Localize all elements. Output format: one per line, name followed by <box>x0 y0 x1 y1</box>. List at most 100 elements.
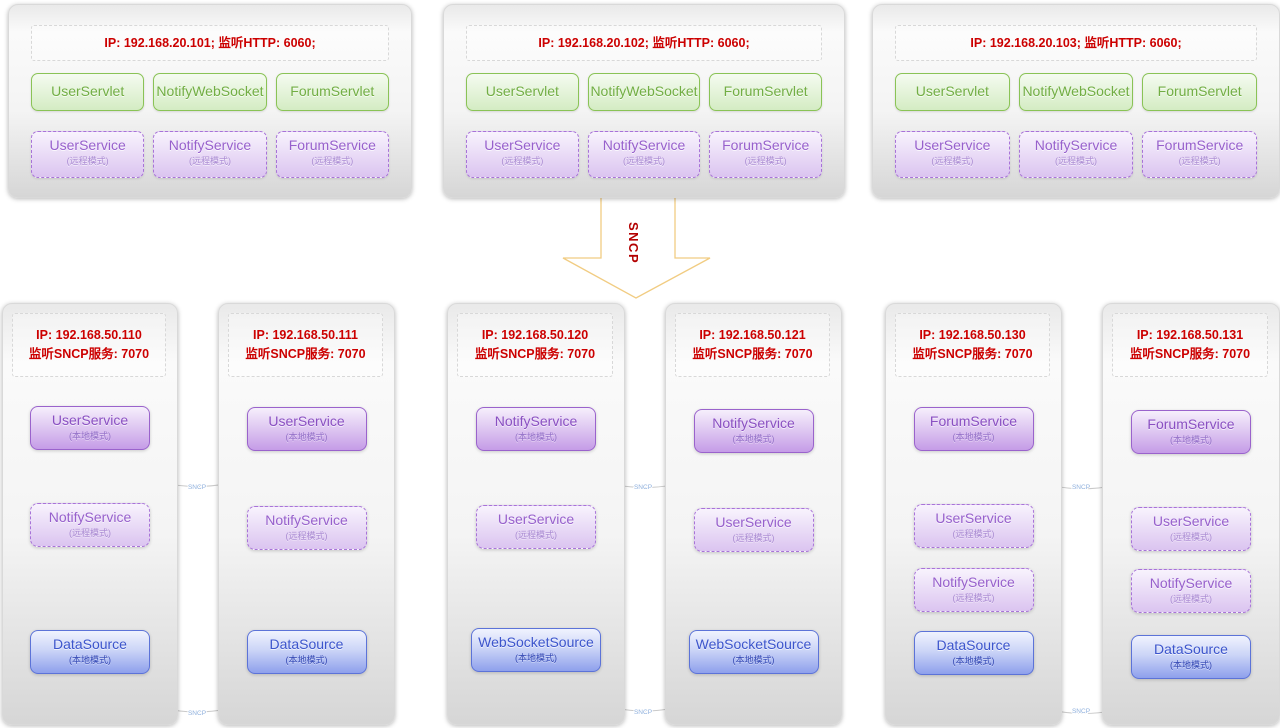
service-box: UserService (远程模式) <box>895 131 1010 178</box>
service-name: DataSource <box>53 636 127 652</box>
service-mode: (本地模式) <box>1170 435 1212 445</box>
service-box: ForumService (远程模式) <box>1142 131 1258 178</box>
service-name: ForumService <box>1147 416 1235 432</box>
service-box: UserService (远程模式) <box>466 131 579 178</box>
connector-label: SNCP <box>1072 708 1090 715</box>
service-name: UserService <box>51 412 129 428</box>
ip-header: IP: 192.168.50.131 监听SNCP服务: 7070 <box>1112 313 1268 377</box>
service-mode: (本地模式) <box>732 655 775 665</box>
service-name: NotifyService <box>932 574 1015 590</box>
service-name: NotifyService <box>168 137 252 153</box>
service-mode: (远程模式) <box>285 531 328 541</box>
service-name: NotifyService <box>494 413 578 429</box>
ip-address: IP: 192.168.50.111 <box>253 328 358 342</box>
connector-label: SNCP <box>188 710 206 717</box>
service-mode: (本地模式) <box>732 434 775 444</box>
service-node-120: IP: 192.168.50.120 监听SNCP服务: 7070 Notify… <box>447 303 625 725</box>
connector-label: SNCP <box>188 484 206 491</box>
web-node-102: IP: 192.168.20.102; 监听HTTP: 6060; UserSe… <box>443 4 845 198</box>
connector-label: SNCP <box>1072 484 1090 491</box>
service-box: DataSource (本地模式) <box>1131 635 1251 679</box>
servlet-box: UserServlet <box>31 73 145 111</box>
service-mode: (本地模式) <box>515 653 557 663</box>
service-box: ForumService (本地模式) <box>913 407 1034 451</box>
ip-port: 监听SNCP服务: 7070 <box>692 347 813 361</box>
service-box: DataSource (本地模式) <box>913 631 1034 675</box>
service-node-131: IP: 192.168.50.131 监听SNCP服务: 7070 ForumS… <box>1102 303 1280 725</box>
service-name: UserService <box>914 137 991 153</box>
service-name: ForumService <box>929 413 1018 429</box>
service-name: UserService <box>935 510 1012 526</box>
service-name: DataSource <box>269 636 344 652</box>
service-name: WebSocketSource <box>478 634 594 650</box>
service-mode: (远程模式) <box>623 156 665 166</box>
service-mode: (本地模式) <box>952 432 995 442</box>
service-box: NotifyService (远程模式) <box>1131 569 1251 613</box>
connector-label: SNCP <box>634 709 652 716</box>
service-box: NotifyService (远程模式) <box>1018 131 1134 178</box>
servlet-box: NotifyWebSocket <box>1018 73 1134 111</box>
service-box: WebSocketSource (本地模式) <box>688 630 819 674</box>
servlet-box: ForumServlet <box>275 73 389 111</box>
ip-address: IP: 192.168.50.121 <box>699 328 806 342</box>
service-box: DataSource (本地模式) <box>246 630 367 674</box>
servlet-box: ForumServlet <box>709 73 823 111</box>
service-node-111: IP: 192.168.50.111 监听SNCP服务: 7070 UserSe… <box>218 303 395 725</box>
service-box: UserService (本地模式) <box>246 407 367 451</box>
service-mode: (远程模式) <box>1170 594 1212 604</box>
service-mode: (远程模式) <box>1178 156 1221 166</box>
ip-header: IP: 192.168.20.101; 监听HTTP: 6060; <box>31 25 389 61</box>
service-name: ForumService <box>1156 137 1244 153</box>
service-mode: (远程模式) <box>952 529 995 539</box>
ip-header: IP: 192.168.20.103; 监听HTTP: 6060; <box>895 25 1257 61</box>
service-name: NotifyService <box>602 137 686 153</box>
service-name: UserService <box>268 413 345 429</box>
servlet-box: NotifyWebSocket <box>153 73 267 111</box>
ip-port: 监听SNCP服务: 7070 <box>245 347 366 361</box>
service-name: WebSocketSource <box>695 636 812 652</box>
servlet-box: UserServlet <box>466 73 579 111</box>
service-box: NotifyService (远程模式) <box>30 503 150 547</box>
ip-header: IP: 192.168.50.111 监听SNCP服务: 7070 <box>228 313 383 377</box>
service-mode: (远程模式) <box>515 530 557 540</box>
service-box: WebSocketSource (本地模式) <box>471 628 601 672</box>
service-mode: (远程模式) <box>732 533 775 543</box>
ip-header: IP: 192.168.50.121 监听SNCP服务: 7070 <box>675 313 830 377</box>
service-box: NotifyService (远程模式) <box>246 506 367 550</box>
connector-label: SNCP <box>634 484 652 491</box>
service-box: UserService (远程模式) <box>476 505 596 549</box>
ip-port: 监听SNCP服务: 7070 <box>474 347 596 361</box>
service-name: UserService <box>49 137 126 153</box>
ip-header: IP: 192.168.20.102; 监听HTTP: 6060; <box>466 25 822 61</box>
service-box: UserService (远程模式) <box>693 508 814 552</box>
servlet-box: UserServlet <box>895 73 1010 111</box>
service-box: UserService (本地模式) <box>30 406 150 450</box>
service-name: NotifyService <box>1034 137 1118 153</box>
service-box: UserService (远程模式) <box>1131 507 1251 551</box>
service-mode: (远程模式) <box>311 156 354 166</box>
service-box: NotifyService (远程模式) <box>913 568 1034 612</box>
service-mode: (远程模式) <box>1055 156 1097 166</box>
service-mode: (远程模式) <box>744 156 787 166</box>
service-mode: (本地模式) <box>285 655 328 665</box>
servlet-box: NotifyWebSocket <box>587 73 701 111</box>
service-name: UserService <box>715 514 792 530</box>
service-node-121: IP: 192.168.50.121 监听SNCP服务: 7070 Notify… <box>665 303 842 725</box>
service-mode: (远程模式) <box>188 156 231 166</box>
service-box: UserService (远程模式) <box>913 504 1034 548</box>
service-box: NotifyService (本地模式) <box>476 407 596 451</box>
sncp-arrow-label: SNCP <box>626 222 641 265</box>
service-node-130: IP: 192.168.50.130 监听SNCP服务: 7070 ForumS… <box>885 303 1062 725</box>
service-mode: (本地模式) <box>285 432 328 442</box>
service-mode: (本地模式) <box>515 432 557 442</box>
ip-port: 监听SNCP服务: 7070 <box>28 347 150 361</box>
service-mode: (本地模式) <box>69 431 111 441</box>
service-name: NotifyService <box>712 415 795 431</box>
service-box: UserService (远程模式) <box>31 131 145 178</box>
service-box: ForumService (远程模式) <box>709 131 823 178</box>
service-name: DataSource <box>936 637 1011 653</box>
ip-address: IP: 192.168.50.131 <box>1136 328 1244 342</box>
service-name: NotifyService <box>265 512 348 528</box>
ip-header: IP: 192.168.50.110 监听SNCP服务: 7070 <box>12 313 166 377</box>
